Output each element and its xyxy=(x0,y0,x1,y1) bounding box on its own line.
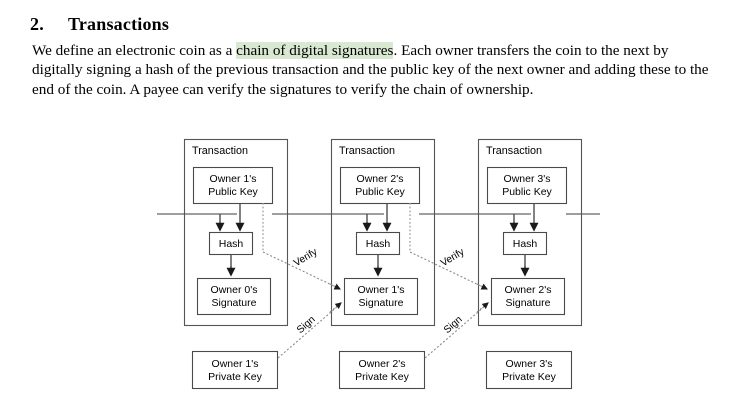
paragraph-text-before: We define an electronic coin as a xyxy=(32,42,237,59)
transaction-2-public-key-line1: Owner 2's xyxy=(357,173,404,185)
verify-2-diagonal xyxy=(409,251,486,289)
transaction-block-1: Transaction Owner 1's Public Key Hash Ow… xyxy=(183,138,289,390)
transaction-1-public-key-line1: Owner 1's xyxy=(210,173,257,185)
transaction-3-public-key-box xyxy=(486,166,568,205)
sign-2-diagonal xyxy=(424,305,486,359)
transaction-1-label: Transaction xyxy=(192,145,248,157)
transaction-1-container xyxy=(183,138,289,327)
section-paragraph: We define an electronic coin as a chain … xyxy=(32,41,720,99)
transaction-block-2: Transaction Owner 2's Public Key Hash Ow… xyxy=(330,138,436,390)
section-title: Transactions xyxy=(68,14,170,34)
transaction-1-signature-box xyxy=(196,277,272,316)
paragraph-text-after: . Each owner transfers the coin to the n… xyxy=(32,42,709,98)
transaction-3-signature-box xyxy=(490,277,566,316)
transaction-1-public-key-box xyxy=(192,166,274,205)
transaction-block-3: Transaction Owner 3's Public Key Hash Ow… xyxy=(477,138,583,390)
transaction-2-label: Transaction xyxy=(339,145,395,157)
transaction-3-container xyxy=(477,138,583,327)
sign-1-diagonal xyxy=(277,305,339,359)
transaction-2-private-key-box xyxy=(338,350,426,390)
transaction-3-label: Transaction xyxy=(486,145,542,157)
transaction-2-hash-label: Hash xyxy=(366,238,391,250)
transaction-1-private-key-line1: Owner 1's xyxy=(212,358,259,370)
transaction-2-public-key-box xyxy=(339,166,421,205)
transaction-1-signature-line2: Signature xyxy=(212,297,257,309)
transaction-2-private-key-line1: Owner 2's xyxy=(359,358,406,370)
transaction-3-public-key-line2: Public Key xyxy=(502,186,552,198)
transaction-1-hash-label: Hash xyxy=(219,238,244,250)
transaction-2-signature-line1: Owner 1's xyxy=(358,284,405,296)
transaction-2-private-key-line2: Private Key xyxy=(355,371,409,383)
verify-1-label: Verify xyxy=(292,246,320,269)
page-title: 2. Transactions xyxy=(30,14,169,35)
transaction-3-signature-line2: Signature xyxy=(506,297,551,309)
verify-1-diagonal xyxy=(262,251,339,289)
verify-2-arrowhead xyxy=(476,283,488,290)
verify-2-label: Verify xyxy=(439,246,467,269)
transaction-2-signature-box xyxy=(343,277,419,316)
transaction-3-hash-label: Hash xyxy=(513,238,538,250)
section-number: 2. xyxy=(30,14,44,34)
transaction-3-private-key-box xyxy=(485,350,573,390)
transaction-2-signature-line2: Signature xyxy=(359,297,404,309)
transaction-2-public-key-line2: Public Key xyxy=(355,186,405,198)
transaction-3-private-key-line1: Owner 3's xyxy=(506,358,553,370)
sign-2-label: Sign xyxy=(442,314,465,336)
transaction-3-public-key-line1: Owner 3's xyxy=(504,173,551,185)
transaction-1-public-key-line2: Public Key xyxy=(208,186,258,198)
sign-1-label: Sign xyxy=(295,314,318,336)
highlighted-phrase: chain of digital signatures xyxy=(236,42,394,59)
transaction-1-signature-line1: Owner 0's xyxy=(211,284,258,296)
transaction-3-private-key-line2: Private Key xyxy=(502,371,556,383)
transaction-2-container xyxy=(330,138,436,327)
transaction-3-signature-line1: Owner 2's xyxy=(505,284,552,296)
transaction-1-private-key-line2: Private Key xyxy=(208,371,262,383)
transaction-1-private-key-box xyxy=(191,350,279,390)
verify-1-arrowhead xyxy=(329,283,341,290)
